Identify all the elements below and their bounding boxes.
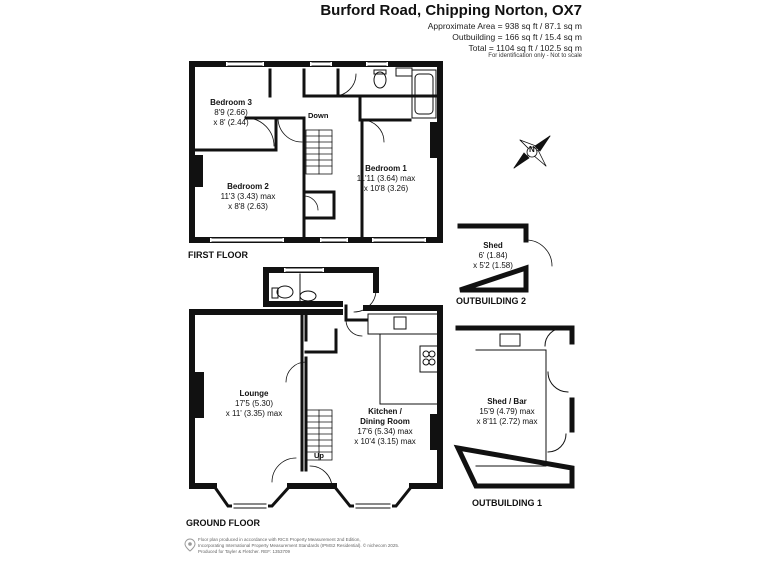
first-floor-window-lines xyxy=(211,61,425,243)
outbuilding1-label: OUTBUILDING 1 xyxy=(472,498,543,508)
room-lounge: Lounge 17'5 (5.30) x 11' (3.35) max xyxy=(226,389,283,419)
total-area-text: Total = 1104 sq ft / 102.5 sq m xyxy=(468,43,582,53)
room-bedroom-1: Bedroom 1 11'11 (3.64) max x 10'8 (3.26) xyxy=(357,164,416,194)
location-pin-icon xyxy=(184,538,196,552)
ground-floor-windows xyxy=(232,268,392,508)
ground-floor-label: GROUND FLOOR xyxy=(186,518,260,528)
outbuilding1-fixtures xyxy=(499,327,569,453)
room-shed: Shed 6' (1.84) x 5'2 (1.58) xyxy=(473,241,513,271)
bathroom-fixtures xyxy=(373,67,437,119)
disclaimer-text: For identification only - Not to scale xyxy=(488,53,582,59)
room-dimension: x 8'8 (2.63) xyxy=(228,202,268,211)
room-dimension: 11'11 (3.64) max xyxy=(356,174,416,183)
room-bedroom-3: Bedroom 3 8'9 (2.66) x 8' (2.44) xyxy=(210,98,252,128)
room-shed-bar: Shed / Bar 15'9 (4.79) max x 8'11 (2.72)… xyxy=(477,397,538,427)
room-dimension: x 10'8 (3.26) xyxy=(363,184,409,193)
chimney-breasts xyxy=(194,122,439,450)
room-kitchen-dining: Kitchen / Dining Room 17'6 (5.34) max x … xyxy=(354,407,416,447)
room-dimension: 6' (1.84) xyxy=(478,251,508,260)
room-name: Bedroom 2 xyxy=(227,182,269,191)
ground-floor-window-lines xyxy=(233,267,391,509)
compass-icon xyxy=(513,135,551,169)
room-name: Lounge xyxy=(239,389,269,398)
room-dimension: x 10'4 (3.15) max xyxy=(354,437,416,446)
stairs-down-label: Down xyxy=(308,111,329,120)
kitchen-units xyxy=(367,313,439,405)
outbuilding1-interior xyxy=(475,349,547,467)
room-bedroom-2: Bedroom 2 11'3 (3.43) max x 8'8 (2.63) xyxy=(221,182,276,212)
room-name: Kitchen / xyxy=(368,407,402,416)
room-dimension: x 8' (2.44) xyxy=(213,118,249,127)
outbuilding2-door xyxy=(525,239,553,267)
outbuilding2-walls xyxy=(457,223,529,293)
wc-fixtures xyxy=(271,273,317,305)
ground-floor-stairs xyxy=(305,409,333,461)
room-dimension: x 5'2 (1.58) xyxy=(473,261,513,270)
first-floor-windows xyxy=(210,62,426,242)
footer-credits: Floor plan produced in accordance with R… xyxy=(198,537,438,555)
room-name: Dining Room xyxy=(360,417,410,426)
first-floor-doors xyxy=(245,73,385,211)
ground-floor-doors xyxy=(271,289,377,489)
room-dimension: 17'6 (5.34) max xyxy=(357,427,413,436)
room-name: Shed / Bar xyxy=(487,397,527,406)
outbuilding2-label: OUTBUILDING 2 xyxy=(456,296,527,306)
room-dimension: 17'5 (5.30) xyxy=(234,399,273,408)
compass-label: N xyxy=(529,145,535,154)
first-floor-walls xyxy=(189,61,443,243)
room-name: Bedroom 1 xyxy=(365,164,407,173)
room-name: Shed xyxy=(483,241,503,250)
footer-line: Produced for Tayler & Fletcher. REF: 135… xyxy=(198,549,290,554)
room-dimension: 8'9 (2.66) xyxy=(214,108,248,117)
first-floor-label: FIRST FLOOR xyxy=(188,250,248,260)
room-dimension: x 11' (3.35) max xyxy=(225,409,283,418)
approx-area-text: Approximate Area = 938 sq ft / 87.1 sq m xyxy=(427,21,582,31)
room-dimension: x 8'11 (2.72) max xyxy=(476,417,538,426)
footer-line: Incorporating International Property Mea… xyxy=(198,543,400,548)
room-dimension: 15'9 (4.79) max xyxy=(479,407,535,416)
outbuilding1-walls xyxy=(453,325,575,489)
room-dimension: 11'3 (3.43) max xyxy=(220,192,276,201)
footer-line: Floor plan produced in accordance with R… xyxy=(198,537,361,542)
first-floor-stairs xyxy=(305,129,333,175)
stairs-up-label: Up xyxy=(314,451,324,460)
first-floor-internal-walls xyxy=(190,68,442,242)
page-title: Burford Road, Chipping Norton, OX7 xyxy=(320,2,582,19)
room-name: Bedroom 3 xyxy=(210,98,252,107)
outbuilding-area-text: Outbuilding = 166 sq ft / 15.4 sq m xyxy=(452,32,582,42)
